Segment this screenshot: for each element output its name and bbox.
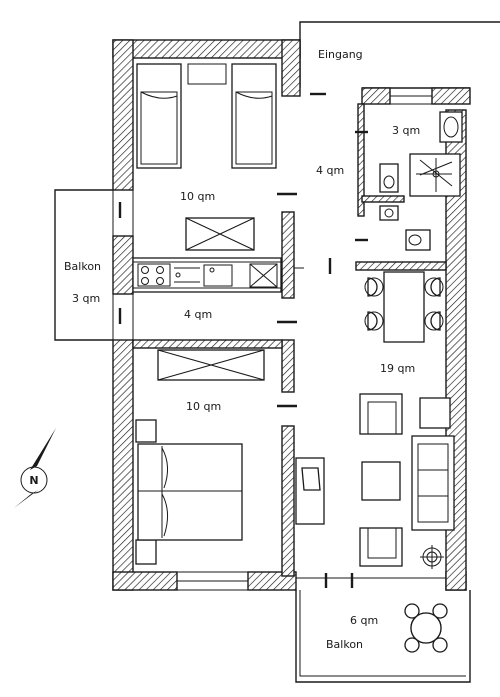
label-balcony-bottom-name: Balkon xyxy=(326,638,363,651)
single-bed-left xyxy=(136,63,182,169)
kitchenette xyxy=(132,257,304,293)
label-bedroom-bottom-area: 10 qm xyxy=(186,400,221,413)
double-bed xyxy=(135,419,243,565)
toilet xyxy=(379,163,399,193)
desk-chair xyxy=(295,457,325,525)
compass-letter: N xyxy=(29,474,38,487)
label-balcony-left-name: Balkon xyxy=(64,260,101,273)
balcony-bottom-outline xyxy=(295,590,471,683)
shower xyxy=(409,153,461,197)
label-hall-top-area: 4 qm xyxy=(316,164,344,177)
small-sink xyxy=(379,205,399,221)
single-bed-right xyxy=(231,63,277,169)
label-bath-area: 3 qm xyxy=(392,124,420,137)
armchair-bottom xyxy=(359,527,403,567)
dining-table xyxy=(364,271,444,343)
side-table xyxy=(419,397,451,429)
bath-sink xyxy=(439,111,463,143)
label-balcony-left-area: 3 qm xyxy=(72,292,100,305)
label-bedroom-top-area: 10 qm xyxy=(180,190,215,203)
floor-lamp xyxy=(420,545,444,569)
label-living-area: 19 qm xyxy=(380,362,415,375)
label-corridor-area: 4 qm xyxy=(184,308,212,321)
wardrobe-bottom xyxy=(157,349,265,381)
guest-toilet xyxy=(405,229,431,251)
windows xyxy=(112,63,446,591)
label-entrance: Eingang xyxy=(318,48,363,61)
sofa xyxy=(411,435,455,531)
label-balcony-bottom-area: 6 qm xyxy=(350,614,378,627)
interior-walls xyxy=(132,103,447,577)
armchair-top xyxy=(359,393,403,435)
balcony-table xyxy=(404,603,448,653)
compass-icon: N xyxy=(14,428,56,508)
balcony-left-outline xyxy=(54,189,113,341)
wardrobe-top xyxy=(185,217,255,251)
coffee-table xyxy=(361,461,401,501)
